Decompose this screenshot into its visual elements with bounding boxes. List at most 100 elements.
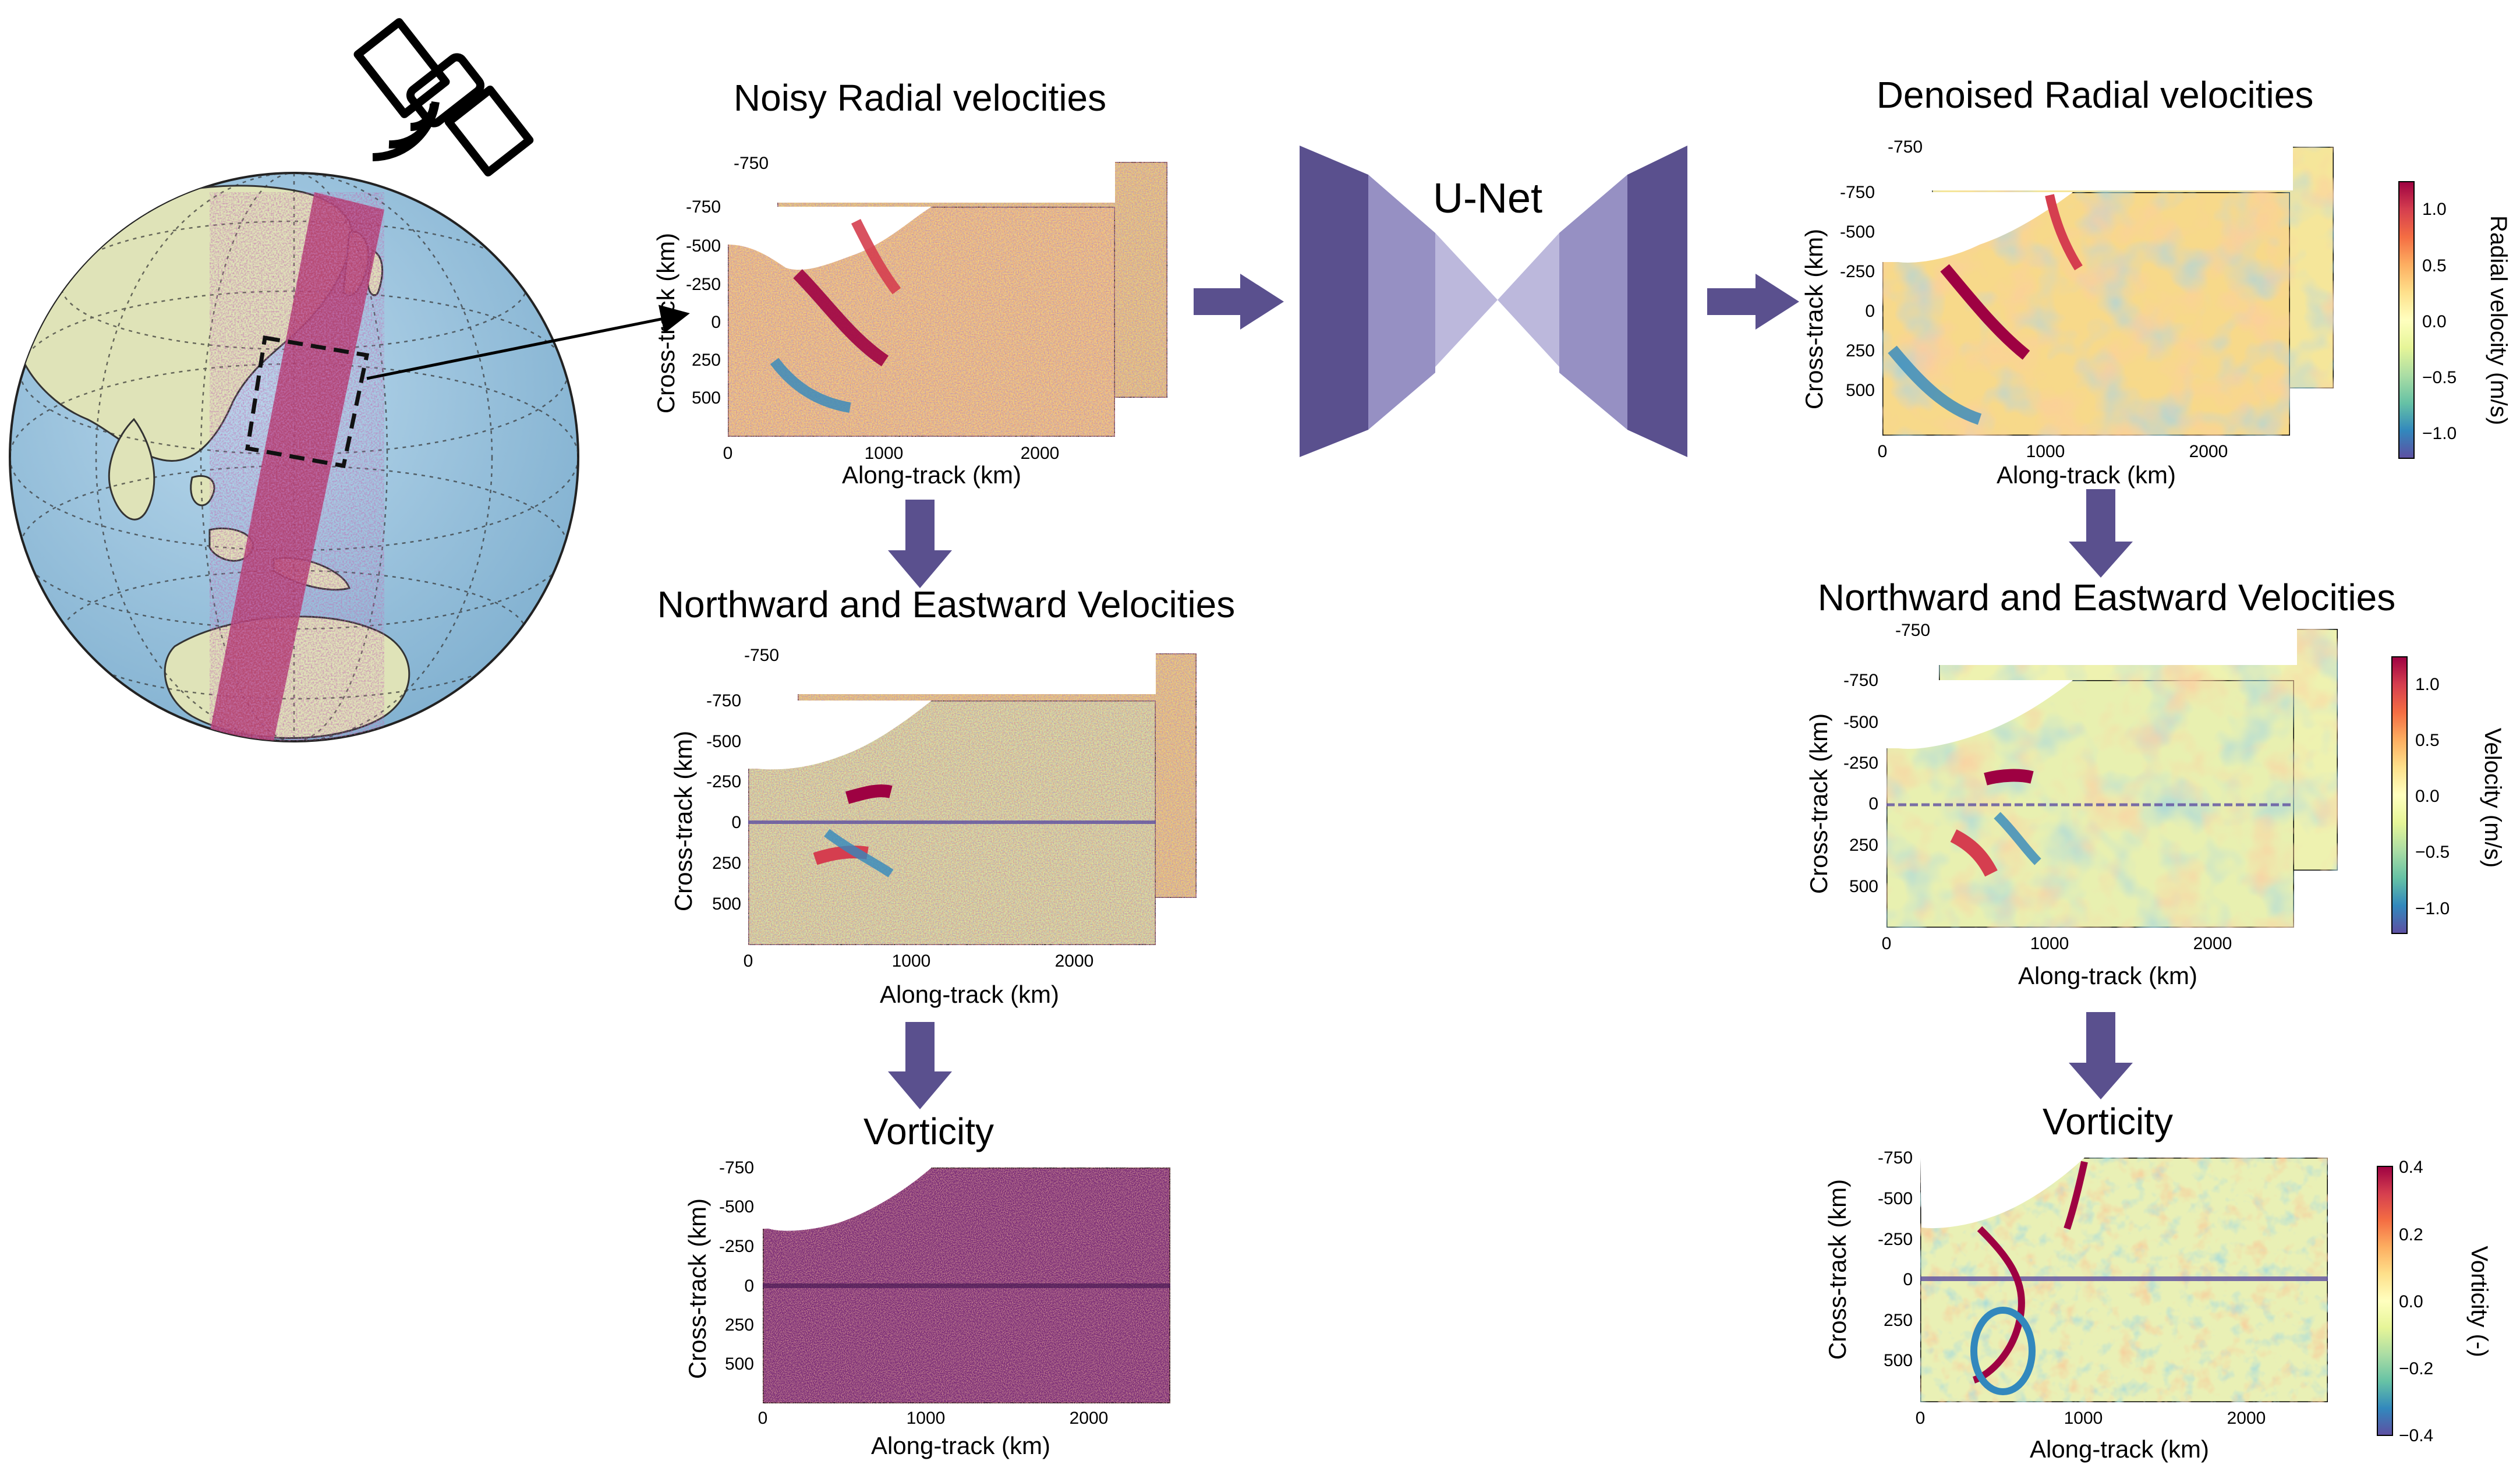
y-tick: -500 — [719, 1197, 754, 1216]
down-arrow — [2069, 1012, 2133, 1099]
colorbar-tick: −0.5 — [2422, 368, 2457, 387]
denoised-radial-axes: Cross-track (km) -750 -500 -250 0 250 50… — [1800, 183, 2228, 489]
noisy-velocities-panel: -750 — [744, 646, 1198, 946]
y-tick: 500 — [1846, 381, 1875, 400]
x-tick: 1000 — [892, 952, 931, 971]
colorbar-tick: 0.5 — [2415, 731, 2440, 750]
y-axis-label: Cross-track (km) — [1800, 229, 1828, 409]
y-tick: -750 — [1878, 1148, 1913, 1168]
denoised-velocities-title: Northward and Eastward Velocities — [1818, 576, 2396, 618]
y-tick: -250 — [1840, 262, 1875, 281]
colorbar-tick: −0.2 — [2399, 1359, 2433, 1378]
colorbar-tick: 0.2 — [2399, 1225, 2423, 1244]
x-axis-label: Along-track (km) — [880, 981, 1059, 1008]
velocity-colorbar: 1.0 0.5 0.0 −0.5 −1.0 Velocity (m/s) — [2391, 656, 2505, 934]
x-tick: 2000 — [2193, 934, 2232, 953]
y-tick: -750 — [1843, 671, 1878, 690]
y-tick: 250 — [712, 854, 741, 873]
down-arrow — [888, 500, 952, 588]
y-tick: -750 — [706, 691, 741, 710]
colorbar-tick: −1.0 — [2422, 424, 2457, 443]
colorbar-label: Vorticity (-) — [2466, 1246, 2492, 1357]
x-tick: 1000 — [2026, 442, 2065, 461]
y-axis-label: Cross-track (km) — [1805, 713, 1832, 894]
x-axis-label: Along-track (km) — [842, 461, 1021, 489]
denoised-vorticity-title: Vorticity — [2043, 1101, 2173, 1142]
colorbar-tick: −0.4 — [2399, 1426, 2433, 1445]
denoised-velocities-panel: -750 — [1885, 621, 2339, 929]
y-tick: -500 — [1843, 713, 1878, 732]
x-tick: 0 — [1882, 934, 1892, 953]
noisy-radial-panel: -750 — [727, 154, 1169, 438]
x-tick: 2000 — [1021, 444, 1060, 463]
y-tick: -500 — [1840, 222, 1875, 242]
denoised-velocities-axes: Cross-track (km) -750 -500 -250 0 250 50… — [1805, 671, 2232, 989]
denoised-radial-panel: -750 — [1881, 137, 2335, 437]
y-tick: 250 — [692, 351, 721, 370]
y-tick: 0 — [1903, 1270, 1913, 1289]
colorbar-tick: 0.0 — [2422, 312, 2447, 331]
right-arrow — [1194, 274, 1284, 330]
noisy-vorticity-axes: Cross-track (km) -750 -500 -250 0 250 50… — [684, 1158, 1108, 1459]
x-tick: 0 — [723, 444, 733, 463]
x-axis-label: Along-track (km) — [2030, 1435, 2209, 1463]
right-arrow — [1707, 274, 1799, 330]
y-tick: 0 — [1868, 794, 1878, 813]
y-axis-label: Cross-track (km) — [670, 731, 697, 911]
y-tick: 0 — [711, 313, 721, 332]
y-tick: -250 — [719, 1237, 754, 1256]
colorbar-label: Velocity (m/s) — [2480, 728, 2505, 868]
svg-text:-750: -750 — [734, 154, 769, 173]
y-axis-label: Cross-track (km) — [1824, 1179, 1851, 1360]
y-tick: 250 — [725, 1315, 754, 1335]
y-tick: 500 — [1884, 1351, 1913, 1370]
unet-diagram: U-Net — [1300, 146, 1687, 457]
x-tick: 2000 — [2189, 442, 2228, 461]
colorbar-label: Radial velocity (m/s) — [2486, 215, 2511, 425]
x-tick: 1000 — [865, 444, 904, 463]
y-tick: -250 — [686, 275, 721, 294]
y-tick: 500 — [712, 894, 741, 914]
colorbar-tick: −1.0 — [2415, 899, 2450, 918]
y-tick: 250 — [1849, 836, 1878, 855]
x-axis-label: Along-track (km) — [2018, 962, 2197, 989]
noisy-radial-title: Noisy Radial velocities — [734, 77, 1106, 119]
globe-icon — [9, 172, 690, 742]
y-tick: -750 — [686, 197, 721, 217]
colorbar-tick: 0.0 — [2415, 787, 2440, 806]
x-tick: 0 — [1878, 442, 1888, 461]
y-tick: -500 — [1878, 1189, 1913, 1208]
y-tick: 250 — [1846, 341, 1875, 360]
y-tick: 500 — [1849, 877, 1878, 896]
x-tick: 0 — [1916, 1409, 1926, 1428]
x-tick: 1000 — [907, 1409, 946, 1428]
y-tick: -250 — [1878, 1230, 1913, 1249]
satellite-icon — [353, 18, 534, 177]
svg-text:-750: -750 — [1888, 137, 1923, 157]
radial-colorbar: 1.0 0.5 0.0 −0.5 −1.0 Radial velocity (m… — [2398, 181, 2511, 459]
down-arrow — [2069, 489, 2133, 578]
y-tick: -750 — [1840, 183, 1875, 202]
noisy-velocities-title: Northward and Eastward Velocities — [657, 583, 1236, 625]
x-tick: 0 — [758, 1409, 768, 1428]
x-tick: 1000 — [2064, 1409, 2103, 1428]
x-tick: 2000 — [2227, 1409, 2266, 1428]
noisy-vorticity-panel — [762, 1166, 1171, 1405]
y-tick: 500 — [725, 1354, 754, 1374]
x-tick: 2000 — [1070, 1409, 1109, 1428]
svg-text:-750: -750 — [744, 646, 779, 665]
y-tick: -250 — [1843, 754, 1878, 773]
y-tick: -500 — [706, 732, 741, 751]
noisy-radial-axes: Cross-track (km) -750 -500 -250 0 250 50… — [652, 197, 1059, 489]
colorbar-tick: −0.5 — [2415, 843, 2450, 862]
noisy-velocities-axes: Cross-track (km) -750 -500 -250 0 250 50… — [670, 691, 1093, 1008]
x-tick: 1000 — [2030, 934, 2069, 953]
denoised-vorticity-axes: Cross-track (km) -750 -500 -250 0 250 50… — [1824, 1148, 2266, 1463]
y-tick: 250 — [1884, 1311, 1913, 1330]
colorbar-tick: 0.0 — [2399, 1292, 2423, 1311]
x-tick: 0 — [744, 952, 753, 971]
y-tick: 0 — [744, 1276, 754, 1296]
denoised-radial-title: Denoised Radial velocities — [1877, 74, 2314, 116]
y-tick: -750 — [719, 1158, 754, 1177]
